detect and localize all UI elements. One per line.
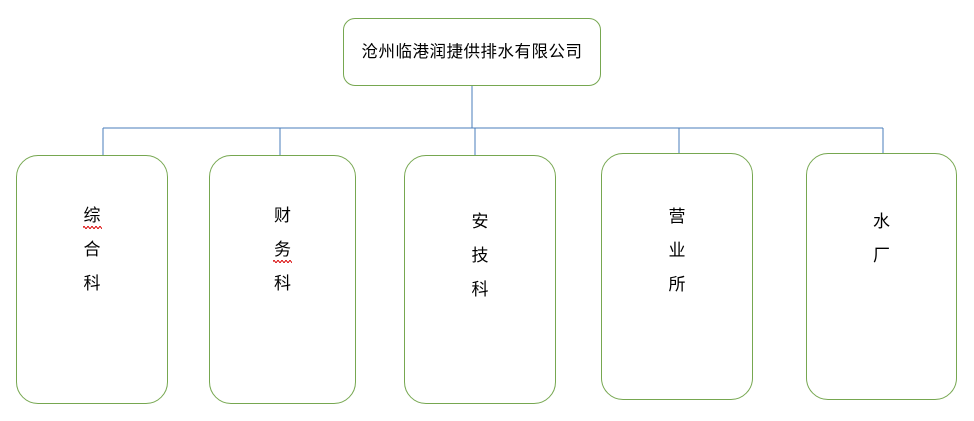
department-name-char: 科	[471, 280, 489, 300]
department-name-label: 水厂	[807, 214, 956, 265]
org-node-company[interactable]: 沧州临港润捷供排水有限公司	[343, 18, 601, 86]
department-name-char: 营	[668, 207, 686, 227]
department-name-char: 综	[82, 206, 102, 229]
company-name-label: 沧州临港润捷供排水有限公司	[361, 41, 583, 61]
department-name-char: 厂	[873, 246, 890, 266]
org-node-department[interactable]: 水厂	[806, 153, 957, 400]
department-name-label: 安技科	[405, 214, 555, 299]
department-name-char: 安	[471, 212, 489, 232]
department-name-char: 务	[273, 240, 292, 263]
org-node-department[interactable]: 安技科	[404, 155, 556, 404]
department-name-char: 水	[873, 212, 890, 232]
department-name-label: 综合科	[17, 208, 167, 293]
org-node-department[interactable]: 营业所	[601, 153, 753, 400]
department-name-char: 财	[274, 206, 291, 226]
department-name-char: 合	[83, 240, 101, 260]
department-name-label: 财务科	[210, 208, 355, 293]
org-node-department[interactable]: 财务科	[209, 155, 356, 404]
department-name-label: 营业所	[602, 209, 752, 294]
org-node-department[interactable]: 综合科	[16, 155, 168, 404]
department-name-char: 技	[471, 246, 489, 266]
department-name-char: 所	[668, 275, 686, 295]
department-name-char: 业	[668, 241, 686, 261]
department-name-char: 科	[83, 274, 101, 294]
department-name-char: 科	[274, 274, 291, 294]
